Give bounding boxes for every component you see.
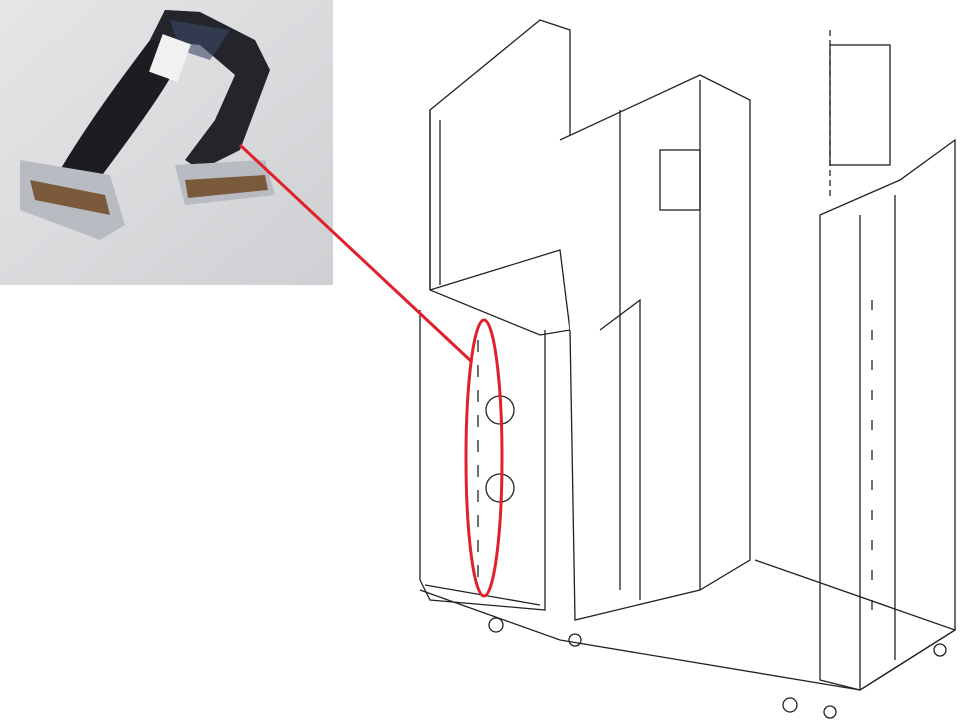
slot-row [477,300,873,610]
cable-label [149,34,191,82]
cabinet-right-section [819,30,956,691]
connector-right [175,160,275,205]
cabinet-base [419,559,957,719]
cable-photo [0,0,333,285]
callout [238,143,504,598]
callout-line [238,143,474,364]
callout-ellipse [464,318,504,598]
ribbon-cable [60,10,270,185]
cabinet-left-section [419,19,571,611]
cabinet-middle-section [559,74,751,621]
connector-left [20,160,125,240]
